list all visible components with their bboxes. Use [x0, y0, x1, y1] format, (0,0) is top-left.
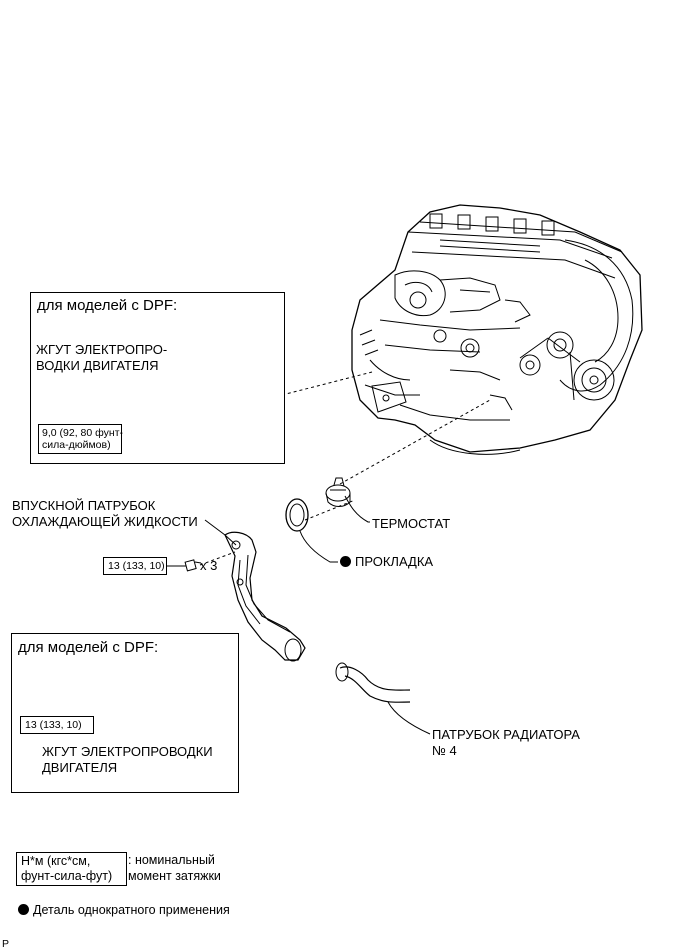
- radiator-hose-illustration: [335, 662, 411, 703]
- bolt-count: x 3: [200, 558, 218, 573]
- top-torque-box: 9,0 (92, 80 фунт- сила-дюймов): [38, 424, 123, 454]
- legend-torque-box-line1: Н*м (кгс*см,: [21, 854, 91, 868]
- radiator-hose-label-line1: ПАТРУБОК РАДИАТОРА: [432, 727, 580, 742]
- bottom-torque-box: 13 (133, 10): [20, 716, 94, 734]
- dpf-box-bottom-title: для моделей с DPF:: [18, 639, 159, 656]
- legend-torque-box: Н*м (кгс*см, фунт-сила-фут): [16, 852, 127, 886]
- gasket-label: ПРОКЛАДКА: [340, 554, 433, 570]
- inlet-label-line1: ВПУСКНОЙ ПАТРУБОК: [12, 498, 156, 513]
- inlet-label-line2: ОХЛАЖДАЮЩЕЙ ЖИДКОСТИ: [12, 514, 198, 529]
- top-torque-line1: 9,0 (92, 80 фунт-: [42, 427, 123, 439]
- corner-mark: P: [2, 938, 10, 950]
- coolant-inlet-pipe-illustration: [224, 531, 306, 662]
- thermostat-label: ТЕРМОСТАТ: [372, 516, 451, 531]
- legend-torque-box-line2: фунт-сила-фут): [21, 869, 113, 883]
- bottom-torque-value: 13 (133, 10): [25, 719, 82, 731]
- bottom-harness-label-line1: ЖГУТ ЭЛЕКТРОПРОВОДКИ: [42, 744, 213, 759]
- radiator-hose-label-line2: № 4: [432, 743, 457, 758]
- top-harness-label-line2: ВОДКИ ДВИГАТЕЛЯ: [36, 358, 159, 373]
- legend-torque-desc-line1: : номинальный: [128, 853, 215, 867]
- legend-single-use: Деталь однократного применения: [18, 902, 230, 918]
- top-harness-label-line1: ЖГУТ ЭЛЕКТРОПРО-: [36, 342, 168, 357]
- gasket-label-text: ПРОКЛАДКА: [355, 554, 434, 569]
- bolt-inlet-illustration: [184, 559, 202, 572]
- legend-single-use-text: Деталь однократного применения: [33, 903, 230, 917]
- dpf-models-box-bottom: [11, 633, 239, 793]
- inlet-torque-value: 13 (133, 10): [108, 560, 165, 572]
- top-torque-line2: сила-дюймов): [42, 439, 111, 451]
- gasket-illustration: [285, 498, 309, 532]
- bottom-harness-label-line2: ДВИГАТЕЛЯ: [42, 760, 118, 775]
- inlet-torque-box: 13 (133, 10): [103, 557, 167, 575]
- legend-torque-desc-line2: момент затяжки: [128, 869, 221, 883]
- legend-dot-icon: [18, 904, 29, 915]
- thermostat-illustration: [325, 477, 351, 507]
- dpf-box-top-title: для моделей с DPF:: [37, 297, 178, 314]
- engine-assembly-illustration: [351, 204, 643, 455]
- single-use-dot-icon: [340, 556, 351, 567]
